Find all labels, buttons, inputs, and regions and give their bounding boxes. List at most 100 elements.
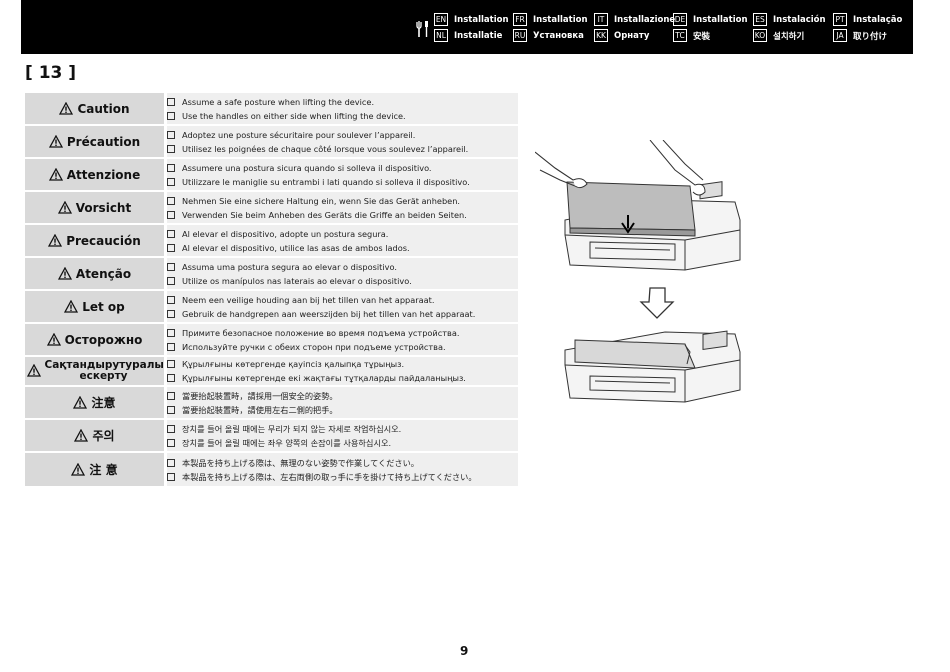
warning-label-cell: Let op (25, 291, 167, 322)
warning-table: Caution Assume a safe posture when liftin… (25, 91, 518, 488)
bullet-line: Utilisez les poignées de chaque côté lor… (167, 142, 518, 156)
warning-triangle-icon (46, 332, 61, 346)
warning-label-cell: 注 意 (25, 453, 167, 486)
bullet-text: Neem een veilige houding aan bij het til… (182, 294, 435, 305)
warning-label: Vorsicht (75, 200, 132, 215)
bullet-line: Gebruik de handgrepen aan weerszijden bi… (167, 307, 518, 321)
warning-label-cell: Attenzione (25, 159, 167, 190)
checkbox-bullet-icon (167, 210, 175, 219)
checkbox-bullet-icon (167, 360, 175, 368)
checkbox-bullet-icon (167, 163, 175, 172)
warning-label-cell: Vorsicht (25, 192, 167, 223)
warning-triangle-icon (73, 396, 88, 409)
bullet-line: 本製品を持ち上げる際は、無理のない姿勢で作業してください。 (167, 456, 518, 470)
warning-label-cell: 주의 (25, 420, 167, 451)
checkbox-bullet-icon (167, 342, 175, 351)
warning-label-cell: Caution (25, 93, 167, 124)
checkbox-bullet-icon (167, 472, 175, 481)
warning-label: 주의 (92, 429, 115, 443)
bullet-text: Gebruik de handgrepen aan weerszijden bi… (182, 308, 476, 319)
checkbox-bullet-icon (167, 391, 175, 400)
warning-label-cell: Atenção (25, 258, 167, 289)
bullet-text: Құрылғыны көтергенде екі жақтағы тұтқала… (182, 373, 466, 383)
checkbox-bullet-icon (167, 262, 175, 271)
warning-text-cell: Примите безопасное положение во время по… (167, 324, 518, 355)
warning-row: Précaution Adoptez une posture sécuritair… (25, 126, 518, 157)
bullet-text: Assumere una postura sicura quando si so… (182, 162, 432, 173)
bullet-line: Примите безопасное положение во время по… (167, 326, 518, 340)
bullet-text: Assuma uma postura segura ao elevar o di… (182, 261, 397, 272)
warning-text-cell: Құрылғыны көтергенде қауіпсіз қалыпқа тұ… (167, 357, 518, 385)
bullet-text: Adoptez une posture sécuritaire pour sou… (182, 129, 416, 140)
warning-row: Precaución Al elevar el dispositivo, adop… (25, 225, 518, 256)
bullet-text: 장치를 들어 올릴 때에는 무리가 되지 않는 자세로 작업하십시오. (182, 423, 402, 434)
bullet-line: Assume a safe posture when lifting the d… (167, 95, 518, 109)
warning-row: 주의 장치를 들어 올릴 때에는 무리가 되지 않는 자세로 작업하십시오. 장치를… (25, 420, 518, 451)
checkbox-bullet-icon (167, 295, 175, 304)
warning-row: Attenzione Assumere una postura sicura qu… (25, 159, 518, 190)
warning-label-cell: 注意 (25, 387, 167, 418)
checkbox-bullet-icon (167, 276, 175, 285)
warning-triangle-icon (48, 134, 63, 148)
bullet-text: Utilizzare le maniglie su entrambi i lat… (182, 176, 470, 187)
checkbox-bullet-icon (167, 458, 175, 467)
bullet-text: Используйте ручки с обеих сторон при под… (182, 341, 446, 352)
warning-text-cell: Adoptez une posture sécuritaire pour sou… (167, 126, 518, 157)
bullet-line: 장치를 들어 올릴 때에는 좌우 양쪽의 손잡이를 사용하십시오. (167, 436, 518, 450)
bullet-text: 本製品を持ち上げる際は、左右両側の取っ手に手を掛けて持ち上げてください。 (182, 471, 477, 482)
warning-label: 注意 (91, 396, 116, 410)
warning-row: Atenção Assuma uma postura segura ao elev… (25, 258, 518, 289)
checkbox-bullet-icon (167, 196, 175, 205)
checkbox-bullet-icon (167, 144, 175, 153)
checkbox-bullet-icon (167, 405, 175, 414)
bullet-text: Utilize os manípulos nas laterais ao ele… (182, 275, 412, 286)
warning-label: Сақтандырутуралы ескерту (44, 359, 164, 382)
bullet-text: Nehmen Sie eine sichere Haltung ein, wen… (182, 195, 460, 206)
bullet-text: Al elevar el dispositivo, adopte un post… (182, 228, 389, 239)
checkbox-bullet-icon (167, 130, 175, 139)
bullet-text: 本製品を持ち上げる際は、無理のない姿勢で作業してください。 (182, 457, 419, 468)
warning-triangle-icon (64, 299, 79, 313)
bullet-text: Use the handles on either side when lift… (182, 110, 406, 121)
warning-label: Precaución (66, 233, 141, 248)
printer-illustration (535, 140, 741, 403)
warning-triangle-icon (74, 429, 89, 442)
bullet-text: Utilisez les poignées de chaque côté lor… (182, 143, 469, 154)
bullet-line: 장치를 들어 올릴 때에는 무리가 되지 않는 자세로 작업하십시오. (167, 422, 518, 436)
bullet-line: 當要抬起裝置時，請使用左右二側的把手。 (167, 403, 518, 417)
warning-triangle-icon (57, 200, 72, 214)
warning-triangle-icon (71, 463, 86, 476)
warning-text-cell: 本製品を持ち上げる際は、無理のない姿勢で作業してください。本製品を持ち上げる際は… (167, 453, 518, 486)
warning-triangle-icon (57, 266, 72, 280)
warning-label-cell: Précaution (25, 126, 167, 157)
page-number: 9 (460, 644, 469, 658)
bullet-line: Utilizzare le maniglie su entrambi i lat… (167, 175, 518, 189)
bullet-line: Use the handles on either side when lift… (167, 109, 518, 123)
warning-label: Осторожно (64, 332, 143, 347)
bullet-line: 本製品を持ち上げる際は、左右両側の取っ手に手を掛けて持ち上げてください。 (167, 470, 518, 484)
bullet-line: Assuma uma postura segura ao elevar o di… (167, 260, 518, 274)
warning-text-cell: Assumere una postura sicura quando si so… (167, 159, 518, 190)
bullet-line: Al elevar el dispositivo, adopte un post… (167, 227, 518, 241)
bullet-text: Assume a safe posture when lifting the d… (182, 96, 375, 107)
warning-label-cell: Осторожно (25, 324, 167, 355)
bullet-text: 장치를 들어 올릴 때에는 좌우 양쪽의 손잡이를 사용하십시오. (182, 437, 392, 448)
bullet-text: Al elevar el dispositivo, utilice las as… (182, 242, 410, 253)
warning-text-cell: Nehmen Sie eine sichere Haltung ein, wen… (167, 192, 518, 223)
checkbox-bullet-icon (167, 243, 175, 252)
checkbox-bullet-icon (167, 229, 175, 238)
warning-label-cell: Сақтандырутуралы ескерту (25, 357, 167, 385)
bullet-line: Құрылғыны көтергенде екі жақтағы тұтқала… (167, 371, 518, 385)
warning-text-cell: 當要抬起裝置時，請採用一個安全的姿勢。當要抬起裝置時，請使用左右二側的把手。 (167, 387, 518, 418)
warning-row: Let op Neem een veilige houding aan bij h… (25, 291, 518, 322)
warning-row: 注意 當要抬起裝置時，請採用一個安全的姿勢。當要抬起裝置時，請使用左右二側的把手。 (25, 387, 518, 418)
